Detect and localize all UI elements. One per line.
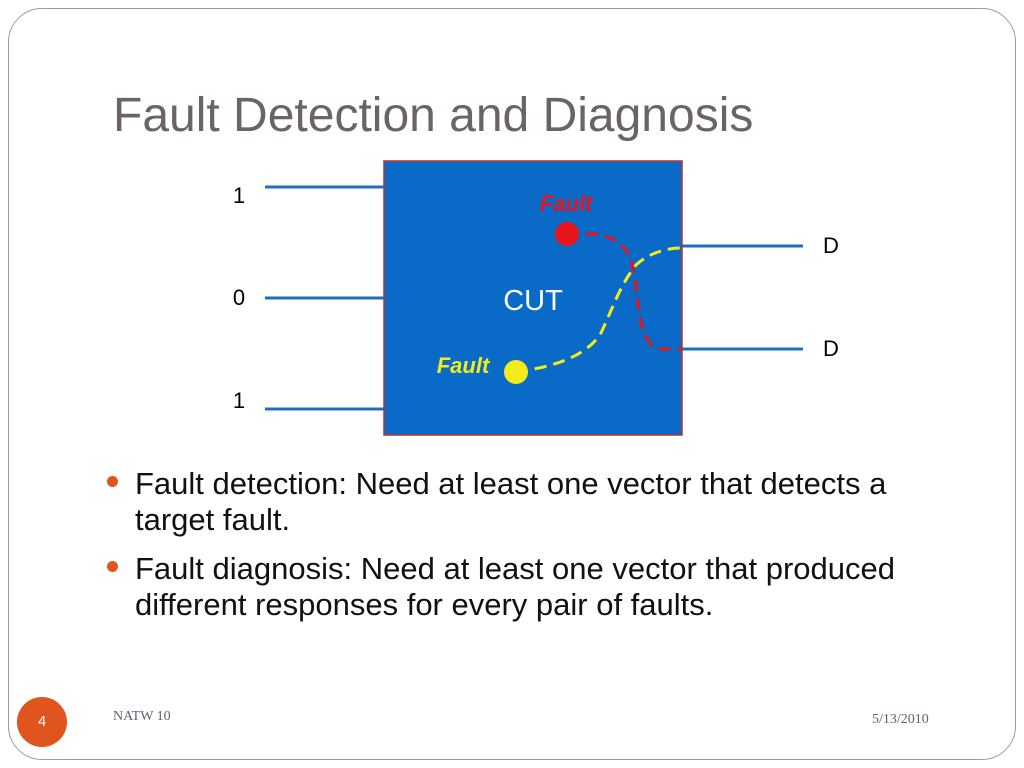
bullet-list: Fault detection: Need at least one vecto… (105, 466, 925, 636)
footer-left: NATW 10 (113, 709, 171, 724)
output-value-1: D (823, 233, 839, 258)
cut-box (383, 160, 683, 436)
yellow-fault-dot (504, 360, 528, 384)
red-fault-label: Fault (540, 191, 594, 216)
slide-title: Fault Detection and Diagnosis (113, 89, 754, 142)
input-value-2: 0 (233, 285, 245, 310)
input-value-1: 1 (233, 183, 245, 208)
output-value-2: D (823, 336, 839, 361)
page-number-badge: 4 (17, 697, 67, 747)
red-fault-dot (555, 222, 579, 246)
footer-date: 5/13/2010 (872, 712, 929, 727)
bullet-dot-icon (107, 561, 118, 572)
cut-label: CUT (503, 285, 563, 317)
bullet-text: Fault detection: Need at least one vecto… (135, 466, 887, 537)
input-value-3: 1 (233, 388, 245, 413)
yellow-fault-path (515, 246, 683, 374)
bullet-item: Fault diagnosis: Need at least one vecto… (105, 551, 925, 623)
red-fault-path (566, 232, 683, 351)
slide-frame (8, 8, 1016, 760)
yellow-fault-label: Fault (437, 353, 491, 378)
bullet-dot-icon (107, 476, 118, 487)
bullet-item: Fault detection: Need at least one vecto… (105, 466, 925, 538)
bullet-text: Fault diagnosis: Need at least one vecto… (135, 551, 895, 622)
